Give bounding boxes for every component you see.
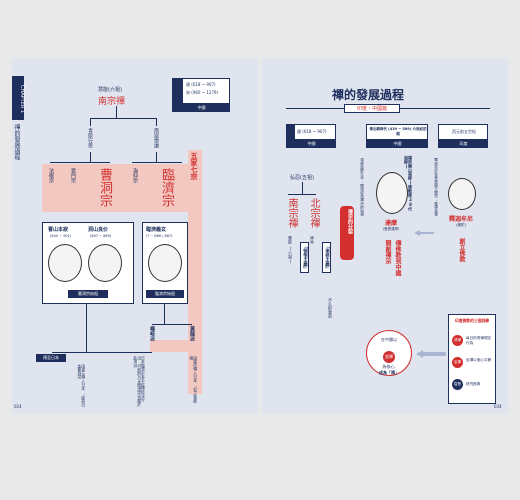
split-box: 禪宗的分裂 (340, 206, 354, 260)
portrait-damo (376, 172, 408, 214)
era-row-2: 宋 (960 ~ 1279) (186, 90, 219, 95)
south-label: 「頓悟主義」 (300, 242, 309, 273)
sub-left-a: 法眼宗 (48, 168, 54, 183)
five-houses-band (42, 164, 202, 212)
buddha-sub: (佛陀) (456, 223, 466, 227)
col-mid-era-text: 南北朝時代 (439 ~ 589) 六世紀初期 (369, 127, 427, 136)
person1-name: 曹山本寂 (48, 227, 69, 233)
bubble-line-1: 在中國以 (381, 337, 397, 342)
north-note: 不久即衰退 (328, 298, 333, 318)
teachings-box: 印度佛教的三個訓練 戒律 每日的戒律規定行為 坐禪 坐禪以使心平靜 智慧 研究經… (448, 314, 496, 404)
bubble-line-2: 為核心, (382, 364, 396, 369)
school-caodong: 曹洞宗 (97, 168, 112, 207)
north-label: 「漸修主義」 (322, 242, 331, 273)
mid-heading: 禪宗開山祖師(佛教第28代祖師) (404, 156, 413, 211)
buddha-name-text: 釋迦牟尼 (448, 216, 473, 223)
portrait-dongshan (88, 244, 122, 282)
buddha-red: 創立佛教 (458, 238, 465, 262)
note-huanglong: 由榮西傳入日本,但之後斷絕 (189, 356, 199, 403)
col-left-era-text: 唐 (618 ~ 907) (297, 129, 327, 134)
school-linji: 臨濟宗 (159, 168, 174, 207)
branch-left: 青原行思 (87, 128, 93, 148)
huineng: 慧能 (288, 236, 293, 244)
mid-desc: 達摩面壁九年,開悟成為禪宗的始祖 (360, 158, 365, 216)
portrait-caoshan (48, 244, 82, 282)
damo-sub: (菩提達摩) (382, 227, 400, 231)
col-right-label: 印度 (439, 139, 488, 148)
portrait-linji (148, 244, 182, 282)
north-school: 北宗禪 (308, 198, 319, 228)
top-head: 南宗禪 (98, 97, 126, 107)
right-title: 禪的發展過程 (332, 88, 405, 102)
teach3-tag: 智慧 (452, 379, 463, 390)
damo-name-text: 達摩 (384, 220, 397, 227)
era-box: 唐 (618 ~ 907) 宋 (960 ~ 1279) 中國 (172, 78, 230, 112)
top-head-small: 慧能(六祖) (98, 87, 122, 93)
teachings-title: 印度佛教的三個訓練 (454, 318, 490, 323)
arrow-teachings-to-bubble (416, 350, 446, 358)
col-mid-era: 南北朝時代 (439 ~ 589) 六世紀初期 中國 (366, 124, 428, 148)
branch-right: 南嶽懷讓 (153, 128, 159, 148)
note-caodong: 由道元傳入日本,成為日本曹洞宗 (77, 364, 87, 407)
person2-dates: (807 ~ 869) (90, 234, 112, 238)
south-note: (六祖) (288, 246, 293, 264)
hongren: 弘忍(五祖) (290, 175, 314, 181)
damo-red-1: 傳佛教到中國 (394, 240, 401, 276)
col-left-era: 唐 (618 ~ 907) 中國 (286, 124, 336, 148)
person3-dates: (? ~ 866 / 867) (146, 234, 173, 238)
zen-bubble: 在中國以 坐禪 為核心, 成為「禪」 (366, 330, 412, 376)
right-page: 禪的發展過程 印度・中國篇 唐 (618 ~ 907) 中國 南北朝時代 (43… (262, 58, 508, 414)
south-school: 南宗禪 (286, 198, 297, 228)
person1-dates: (840 ~ 901) (50, 234, 72, 238)
side-title: 禪的發展過程 (13, 124, 20, 160)
damo-red-2: 開創禪宗 (384, 240, 391, 264)
teach1-tag: 戒律 (452, 335, 463, 346)
buddha-name: 釋迦牟尼 (佛陀) (440, 214, 482, 230)
arrow-buddha-to-damo (414, 230, 434, 236)
era-label: 中國 (173, 103, 230, 112)
teach2-tag: 坐禪 (452, 357, 463, 368)
col-right-era: 西元前五世紀 印度 (438, 124, 488, 148)
damo-name: 達摩 (菩提達摩) (376, 218, 406, 234)
bubble-line-3: 成為「禪」 (379, 370, 399, 375)
era-row-1: 唐 (618 ~ 907) (186, 82, 216, 87)
japan-label: 傳至日本 (36, 354, 66, 362)
sect-huanglong: 黃龍派 (189, 326, 195, 341)
teach2-text: 坐禪以使心平靜 (466, 358, 492, 362)
sect-yangqi: 楊岐派 (149, 326, 155, 341)
five-houses-label: 五家七宗 (190, 152, 198, 180)
caption-linji: 臨濟宗始祖 (146, 290, 184, 298)
teach1-text: 每日的戒律規定行為 (466, 336, 492, 345)
page-number-left: 024 (14, 404, 22, 409)
page-number-right: 034 (494, 404, 502, 409)
sub-right-a: 溈仰宗 (132, 168, 138, 183)
left-page: CHAPTER 1 禪的發展過程 慧能(六祖) 南宗禪 唐 (618 ~ 907… (12, 58, 258, 414)
teach3-text: 研究經典 (466, 382, 481, 386)
sub-left-b: 雲門宗 (70, 168, 76, 183)
chapter-tab: CHAPTER 1 (12, 76, 25, 120)
col-right-era-text: 西元前五世紀 (452, 129, 476, 134)
person3-name: 臨濟義玄 (146, 227, 167, 233)
buddha-desc: 釋迦牟尼在菩提樹下開悟,獲得真理 (434, 158, 439, 216)
portrait-buddha (448, 178, 476, 210)
note-yangqi: 日本臨濟宗多半從楊岐派分出,目前的日本臨濟宗也屬於此流派 (133, 356, 147, 407)
bubble-key: 坐禪 (383, 351, 395, 363)
person2-name: 洞山良价 (88, 227, 109, 233)
shenxiu: 神秀 (310, 236, 315, 244)
right-subtitle: 印度・中國篇 (344, 104, 400, 113)
col-mid-label: 中國 (367, 139, 428, 148)
col-left-label: 中國 (287, 139, 336, 148)
caption-caodong: 曹洞宗始祖 (68, 290, 108, 298)
